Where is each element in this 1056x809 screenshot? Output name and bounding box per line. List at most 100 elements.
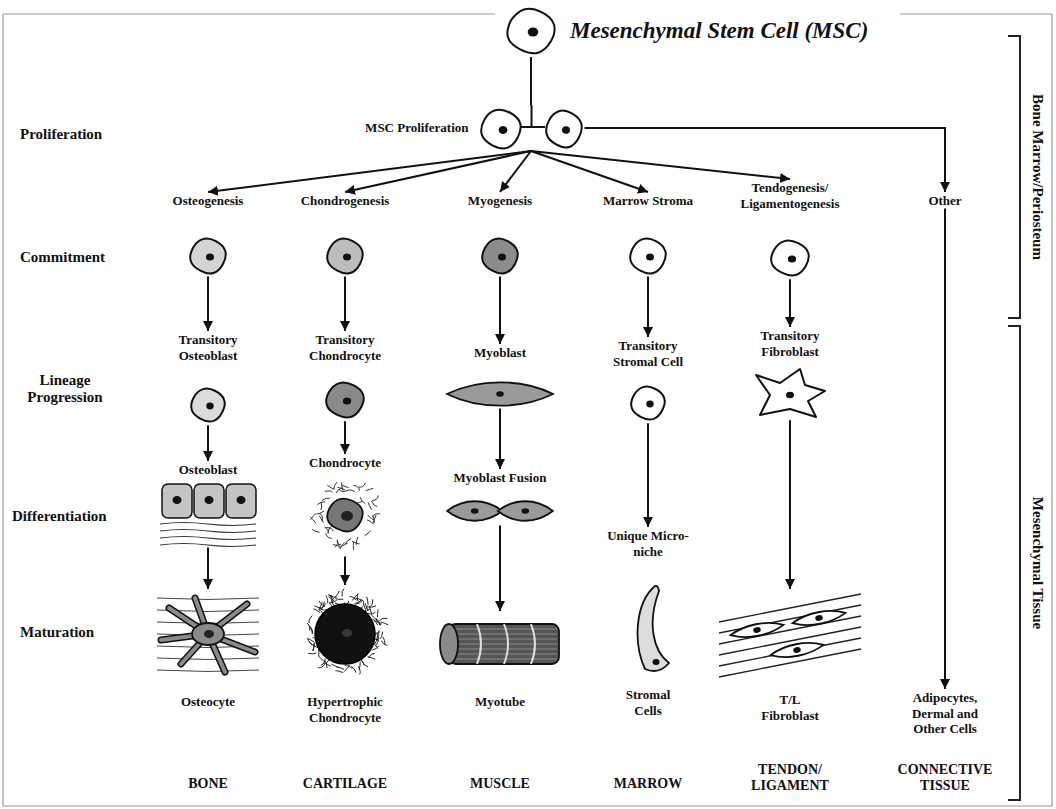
drawing-part <box>380 618 388 620</box>
stage-label: Myogenesis <box>468 193 532 209</box>
committed-cell <box>324 235 366 277</box>
drawing-part <box>498 126 507 134</box>
drawing-part <box>371 501 377 507</box>
stage-label: Myoblast <box>474 345 526 361</box>
drawing-part <box>322 498 330 500</box>
connector-arrow <box>789 279 791 327</box>
drawing-part <box>206 253 214 260</box>
drawing-part <box>204 630 214 638</box>
connector-arrow <box>530 57 532 105</box>
myoblast-cell <box>445 379 555 409</box>
drawing-part <box>341 511 353 521</box>
drawing-part <box>440 624 458 664</box>
cell-stage: Osteogenesis <box>173 193 244 277</box>
drawing-part <box>366 488 374 490</box>
tissue-label: CARTILAGE <box>303 776 387 792</box>
row-label: Differentiation <box>12 508 107 525</box>
tissue-label: TENDON/ LIGAMENT <box>745 762 835 794</box>
connector-arrow <box>207 277 209 331</box>
drawing-part <box>381 641 387 646</box>
drawing-part <box>319 657 325 663</box>
connector-arrow <box>344 557 346 585</box>
cell-stage: Tendogenesis/ Ligamentogenesis <box>730 180 850 279</box>
title-text: Mesenchymal Stem Cell (MSC) <box>570 17 868 45</box>
drawing-part <box>326 533 332 538</box>
drawing-part <box>451 629 557 630</box>
stage-label: Transitory Stromal Cell <box>598 338 698 369</box>
drawing-part <box>308 638 312 645</box>
drawing-part <box>157 658 259 660</box>
drawing-part <box>528 27 539 36</box>
drawing-part <box>376 633 378 641</box>
stage-label: Transitory Fibroblast <box>740 328 840 359</box>
drawing-part <box>190 238 225 273</box>
drawing-part <box>562 126 570 134</box>
drawing-part <box>206 403 213 410</box>
transitory-cell <box>628 383 668 423</box>
tissue-label: BONE <box>188 776 228 792</box>
drawing-part <box>791 607 846 629</box>
drawing-part <box>327 498 362 531</box>
cell-stage: Transitory Osteoblast <box>158 332 258 425</box>
drawing-part <box>498 253 506 260</box>
cell-stage: Hypertrophic Chondrocyte <box>295 586 395 725</box>
drawing-part <box>719 594 861 622</box>
drawing-part <box>335 598 343 600</box>
bracket <box>1008 36 1020 318</box>
connector-arrow <box>207 548 209 589</box>
drawing-part <box>646 253 654 260</box>
drawing-part <box>653 659 660 665</box>
drawing-part <box>791 607 846 629</box>
committed-cell <box>627 235 669 277</box>
drawing-part <box>788 256 796 263</box>
drawing-part <box>342 589 344 597</box>
stage-label: Adipocytes, Dermal and Other Cells <box>895 690 995 737</box>
stage-label: MSC Proliferation <box>365 120 468 136</box>
drawing-part <box>362 662 368 667</box>
drawing-part <box>367 612 375 615</box>
drawing-part <box>367 597 368 605</box>
stage-label: Other <box>928 193 961 209</box>
drawing-part <box>451 649 557 650</box>
drawing-part <box>309 616 312 624</box>
drawing-part <box>378 630 379 638</box>
drawing-part <box>729 619 784 641</box>
drawing-part <box>363 601 365 609</box>
tissue-label: MARROW <box>614 776 682 792</box>
drawing-part <box>815 615 824 622</box>
drawing-part <box>373 513 381 516</box>
drawing-part <box>719 638 861 666</box>
drawing-part <box>372 615 378 621</box>
drawing-part <box>315 604 375 664</box>
drawing-part <box>162 484 192 518</box>
cell-stage: Chondrogenesis <box>301 193 390 277</box>
drawing-part <box>205 496 214 504</box>
drawing-part <box>481 110 520 149</box>
cell-stage: Other <box>928 193 961 209</box>
drawing-part <box>335 671 343 673</box>
drawing-part <box>326 383 363 418</box>
drawing-part <box>531 624 535 664</box>
fibroblast-cell <box>750 365 830 420</box>
stage-label: Chondrogenesis <box>301 193 390 209</box>
drawing-part <box>507 9 554 53</box>
drawing-part <box>327 238 362 273</box>
transitory-cell <box>323 379 367 421</box>
drawing-part <box>358 667 360 675</box>
drawing-part <box>160 536 256 539</box>
drawing-part <box>451 654 557 655</box>
drawing-part <box>354 485 360 490</box>
drawing-part <box>520 105 545 127</box>
drawing-part <box>343 398 351 405</box>
cell-stage: Transitory Stromal Cell <box>598 338 698 423</box>
connector-arrow <box>789 420 791 589</box>
drawing-part <box>347 490 355 492</box>
cell-stage: Myoblast <box>445 345 555 409</box>
drawing-part <box>157 598 259 600</box>
drawing-part <box>226 484 256 518</box>
stage-label: Tendogenesis/ Ligamentogenesis <box>730 180 850 211</box>
tissue-label: MUSCLE <box>470 776 530 792</box>
connector-arrow <box>499 526 501 611</box>
drawing-part <box>522 508 530 514</box>
